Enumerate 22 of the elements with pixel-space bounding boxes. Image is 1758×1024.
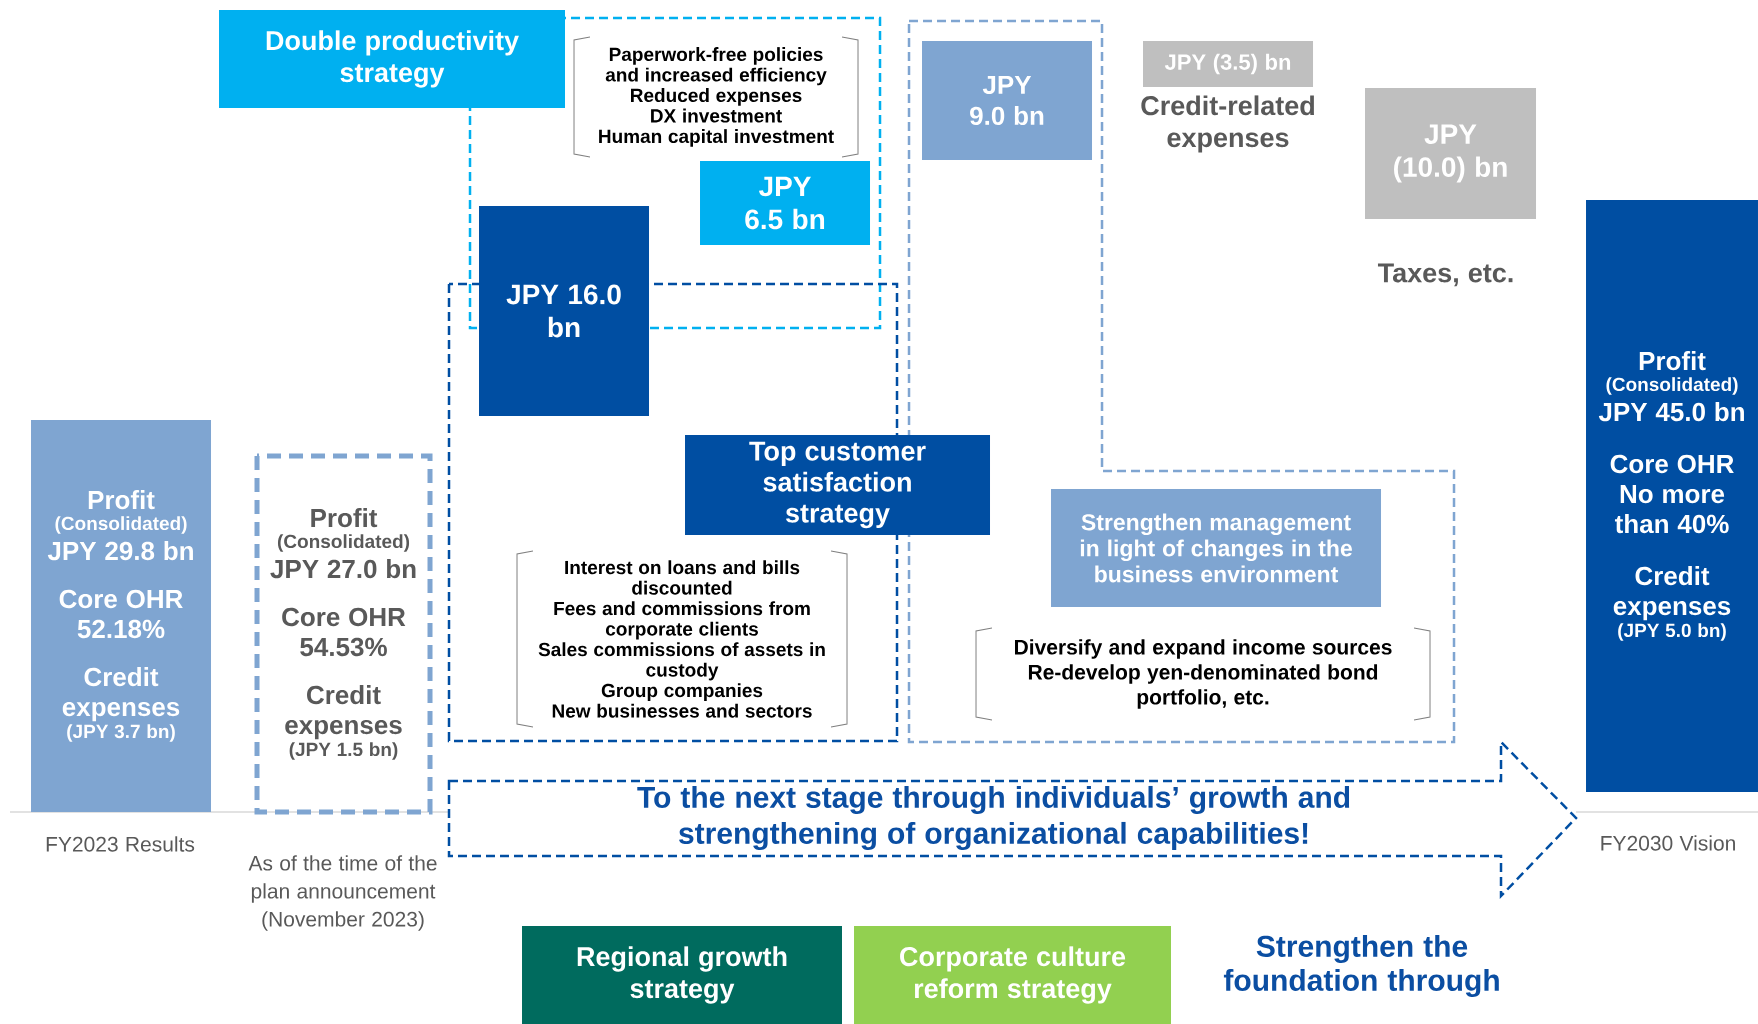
vision-bar: Profit (Consolidated) JPY 45.0 bn Core OHR No more than 40% Credit expenses (JPY 5.0 bn) [1586,200,1758,792]
bracket-list: Diversify and expand income sources Re-develop yen-denominated bond portfolio, etc. [975,627,1431,721]
amount-bar: JPY 16.0 bn [479,206,649,416]
category-label: FY2030 Vision [1601,835,1735,851]
amount-bar: JPY 9.0 bn [922,41,1092,160]
result-bar: Profit (Consolidated) JPY 29.8 bn Core OHR 52.18% Credit expenses (JPY 3.7 bn) [31,420,211,812]
strategy-box: Double productivity strategy [219,10,565,108]
bracket-list: Interest on loans and bills discounted Fees and commissions from corporate clients Sales commissions of assets in custody Group companies New businesses and sectors [516,550,848,728]
amount-bar: JPY (10.0) bn [1365,88,1536,219]
strategy-box: Top customer satisfaction strategy [685,435,990,535]
strategy-box: Regional growth strategy [522,926,842,1024]
foundation-heading: Strengthen the foundation through [1223,934,1499,998]
strategy-box: Corporate culture reform strategy [854,926,1171,1024]
bar-label: Taxes, etc. [1377,263,1513,287]
plan-box: Profit (Consolidated) JPY 27.0 bn Core OHR 54.53% Credit expenses (JPY 1.5 bn) [254,453,433,815]
bar-label: Credit-related expenses [1141,95,1314,153]
amount-bar: JPY (3.5) bn [1143,41,1313,87]
category-label: FY2023 Results [46,836,195,852]
strategy-box: Strengthen management in light of changes in the business environment [1051,489,1381,607]
bracket-list: Paperwork-free policies and increased efficiency Reduced expenses DX investment Human capital investment [573,36,859,158]
category-label: As of the time of the plan announcement (November 2023) [248,855,437,931]
amount-bar: JPY 6.5 bn [700,161,870,245]
